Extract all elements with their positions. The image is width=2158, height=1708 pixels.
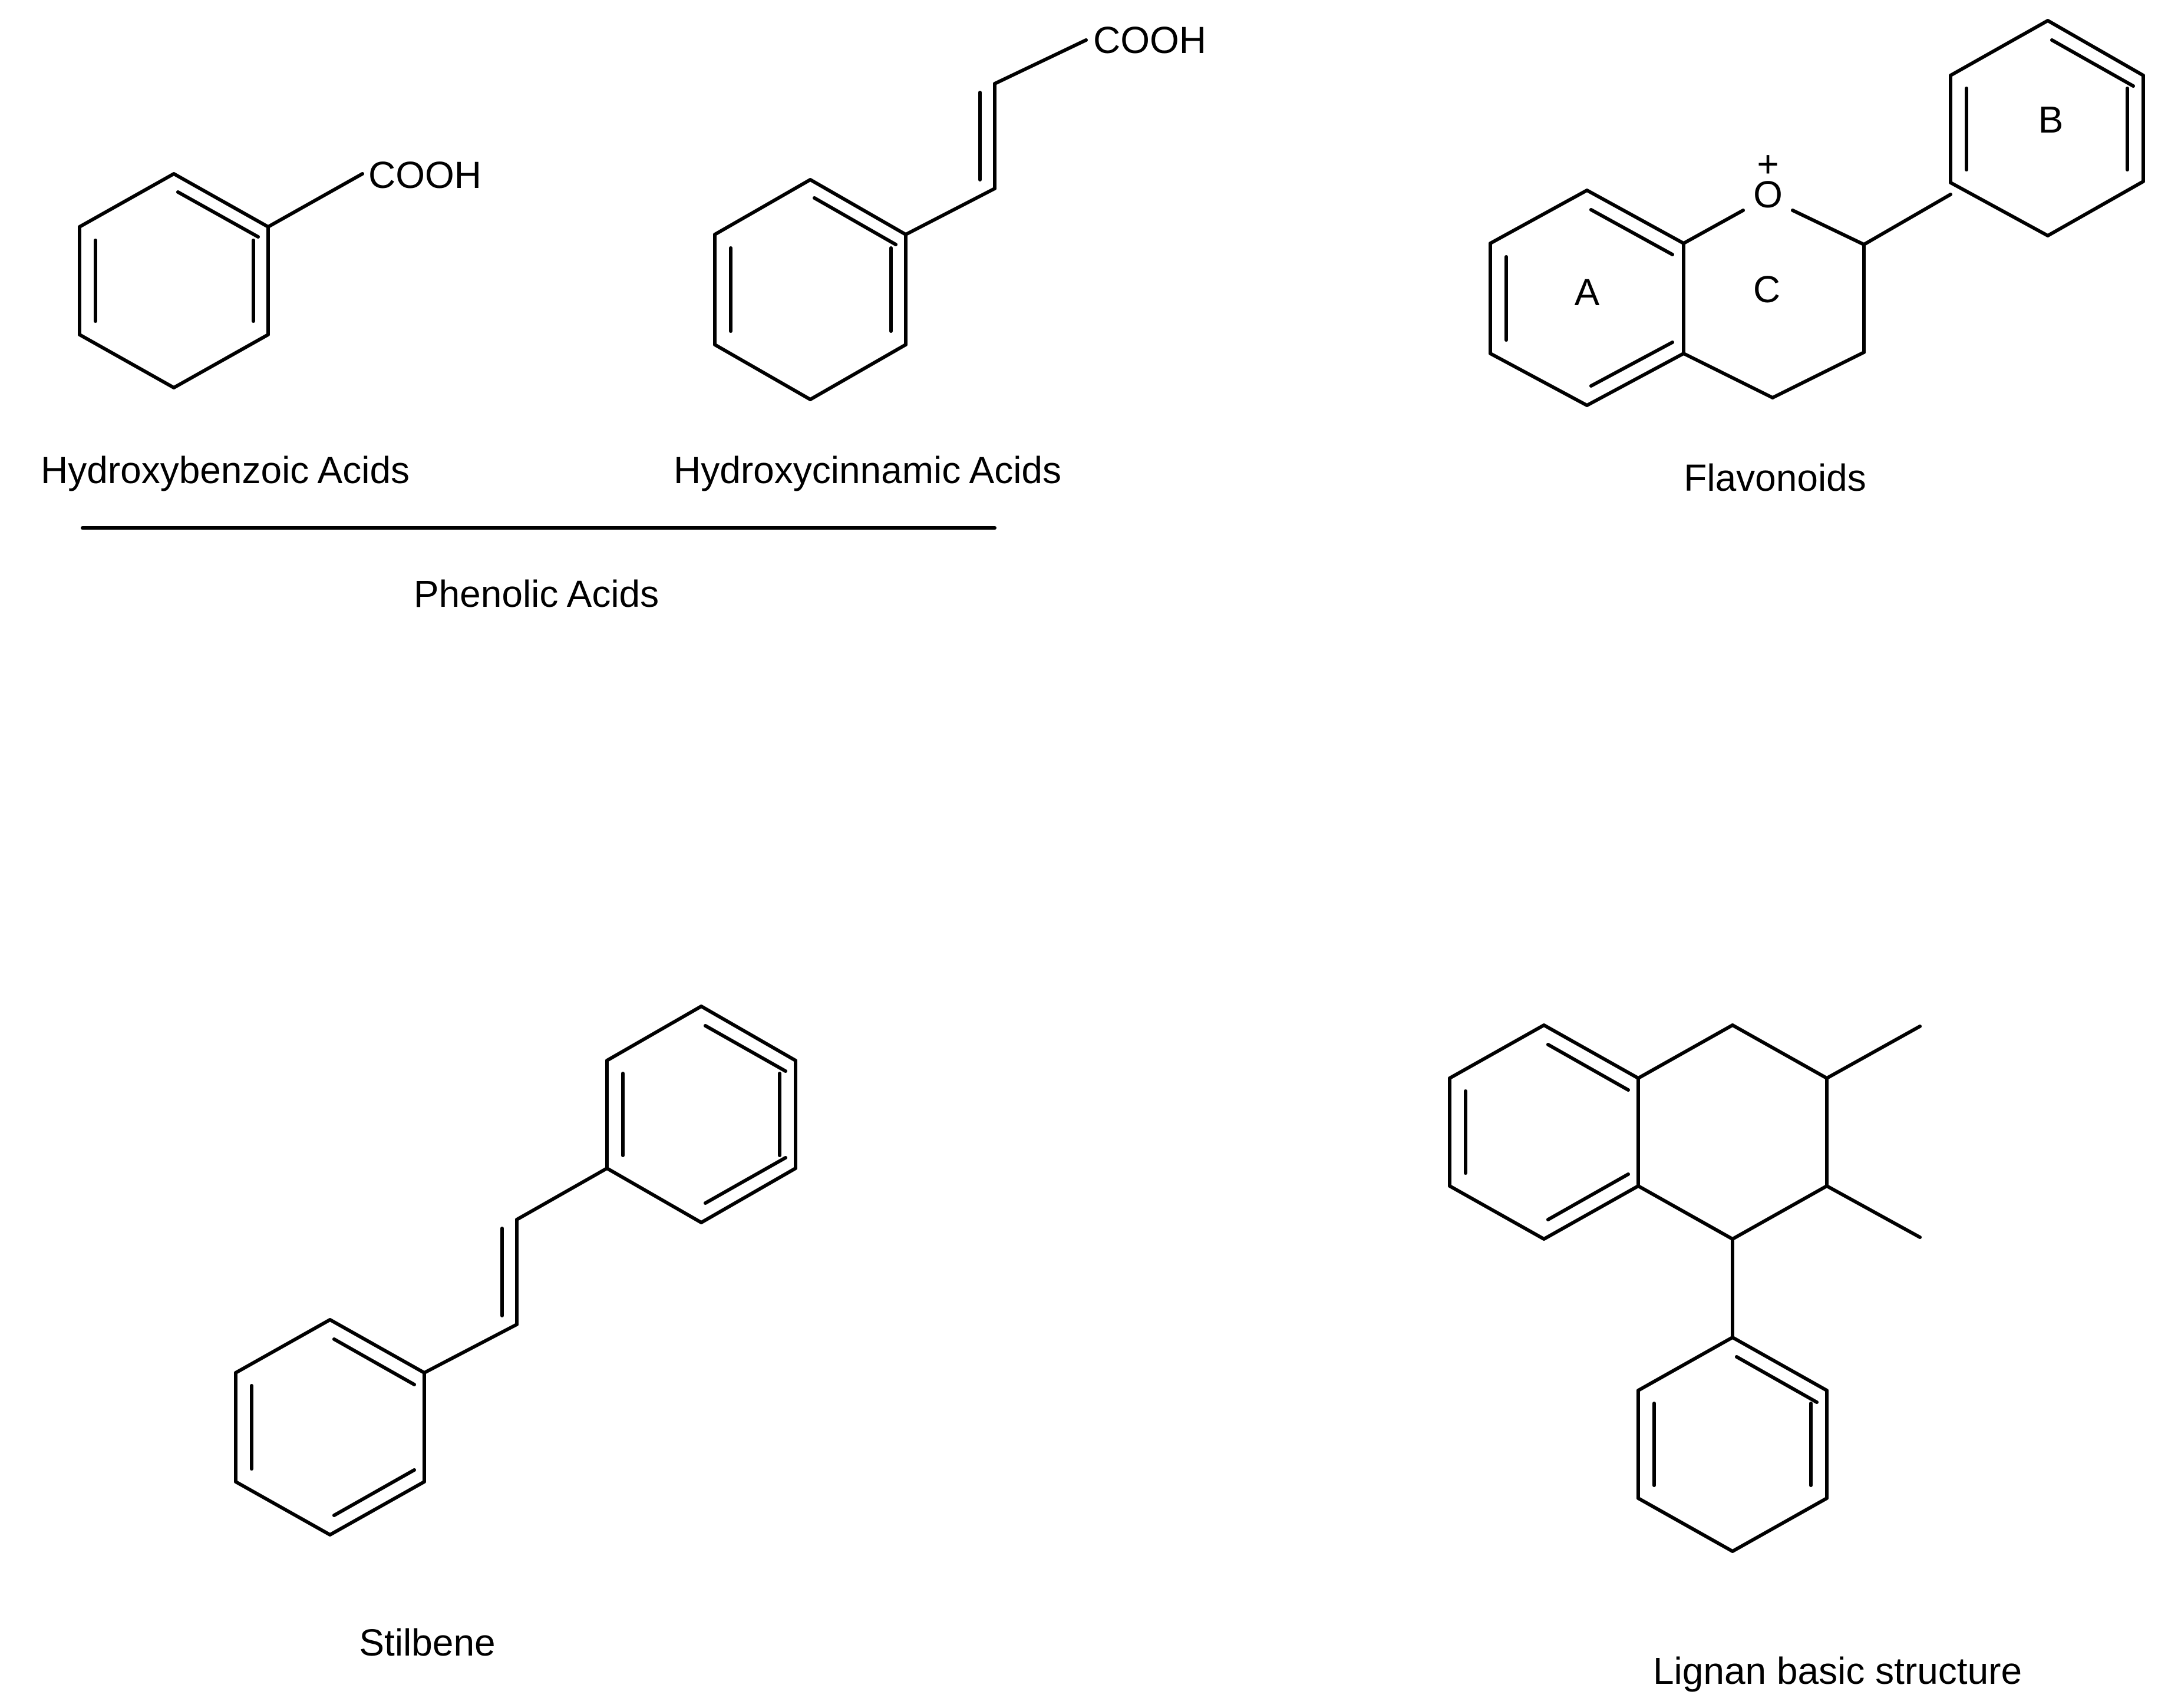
flavonoid-plus-charge: + (1757, 143, 1778, 185)
flavonoid-ring-c-label: C (1753, 268, 1780, 310)
flavonoids-label: Flavonoids (1684, 457, 1866, 499)
lignan-structure (1448, 1023, 1922, 1553)
lignan-basic-structure-label: Lignan basic structure (1653, 1650, 2022, 1692)
hydroxybenzoic-cooh-label: COOH (368, 154, 481, 196)
flavonoid-ring-a-label: A (1575, 271, 1600, 313)
hydroxybenzoic-acid-structure (78, 172, 364, 389)
flavonoid-oxygen-atom: O (1753, 173, 1783, 216)
phenolic-acids-label: Phenolic Acids (414, 573, 659, 615)
stilbene-label: Stilbene (359, 1621, 495, 1664)
stilbene-structure (234, 1005, 797, 1537)
hydroxycinnamic-acids-label: Hydroxycinnamic Acids (674, 449, 1061, 491)
flavonoid-structure (1489, 19, 2145, 407)
hydroxycinnamic-acid-structure (713, 38, 1088, 401)
hydroxycinnamic-cooh-label: COOH (1093, 19, 1206, 61)
hydroxybenzoic-acids-label: Hydroxybenzoic Acids (41, 449, 410, 491)
flavonoid-ring-b-label: B (2038, 98, 2064, 141)
